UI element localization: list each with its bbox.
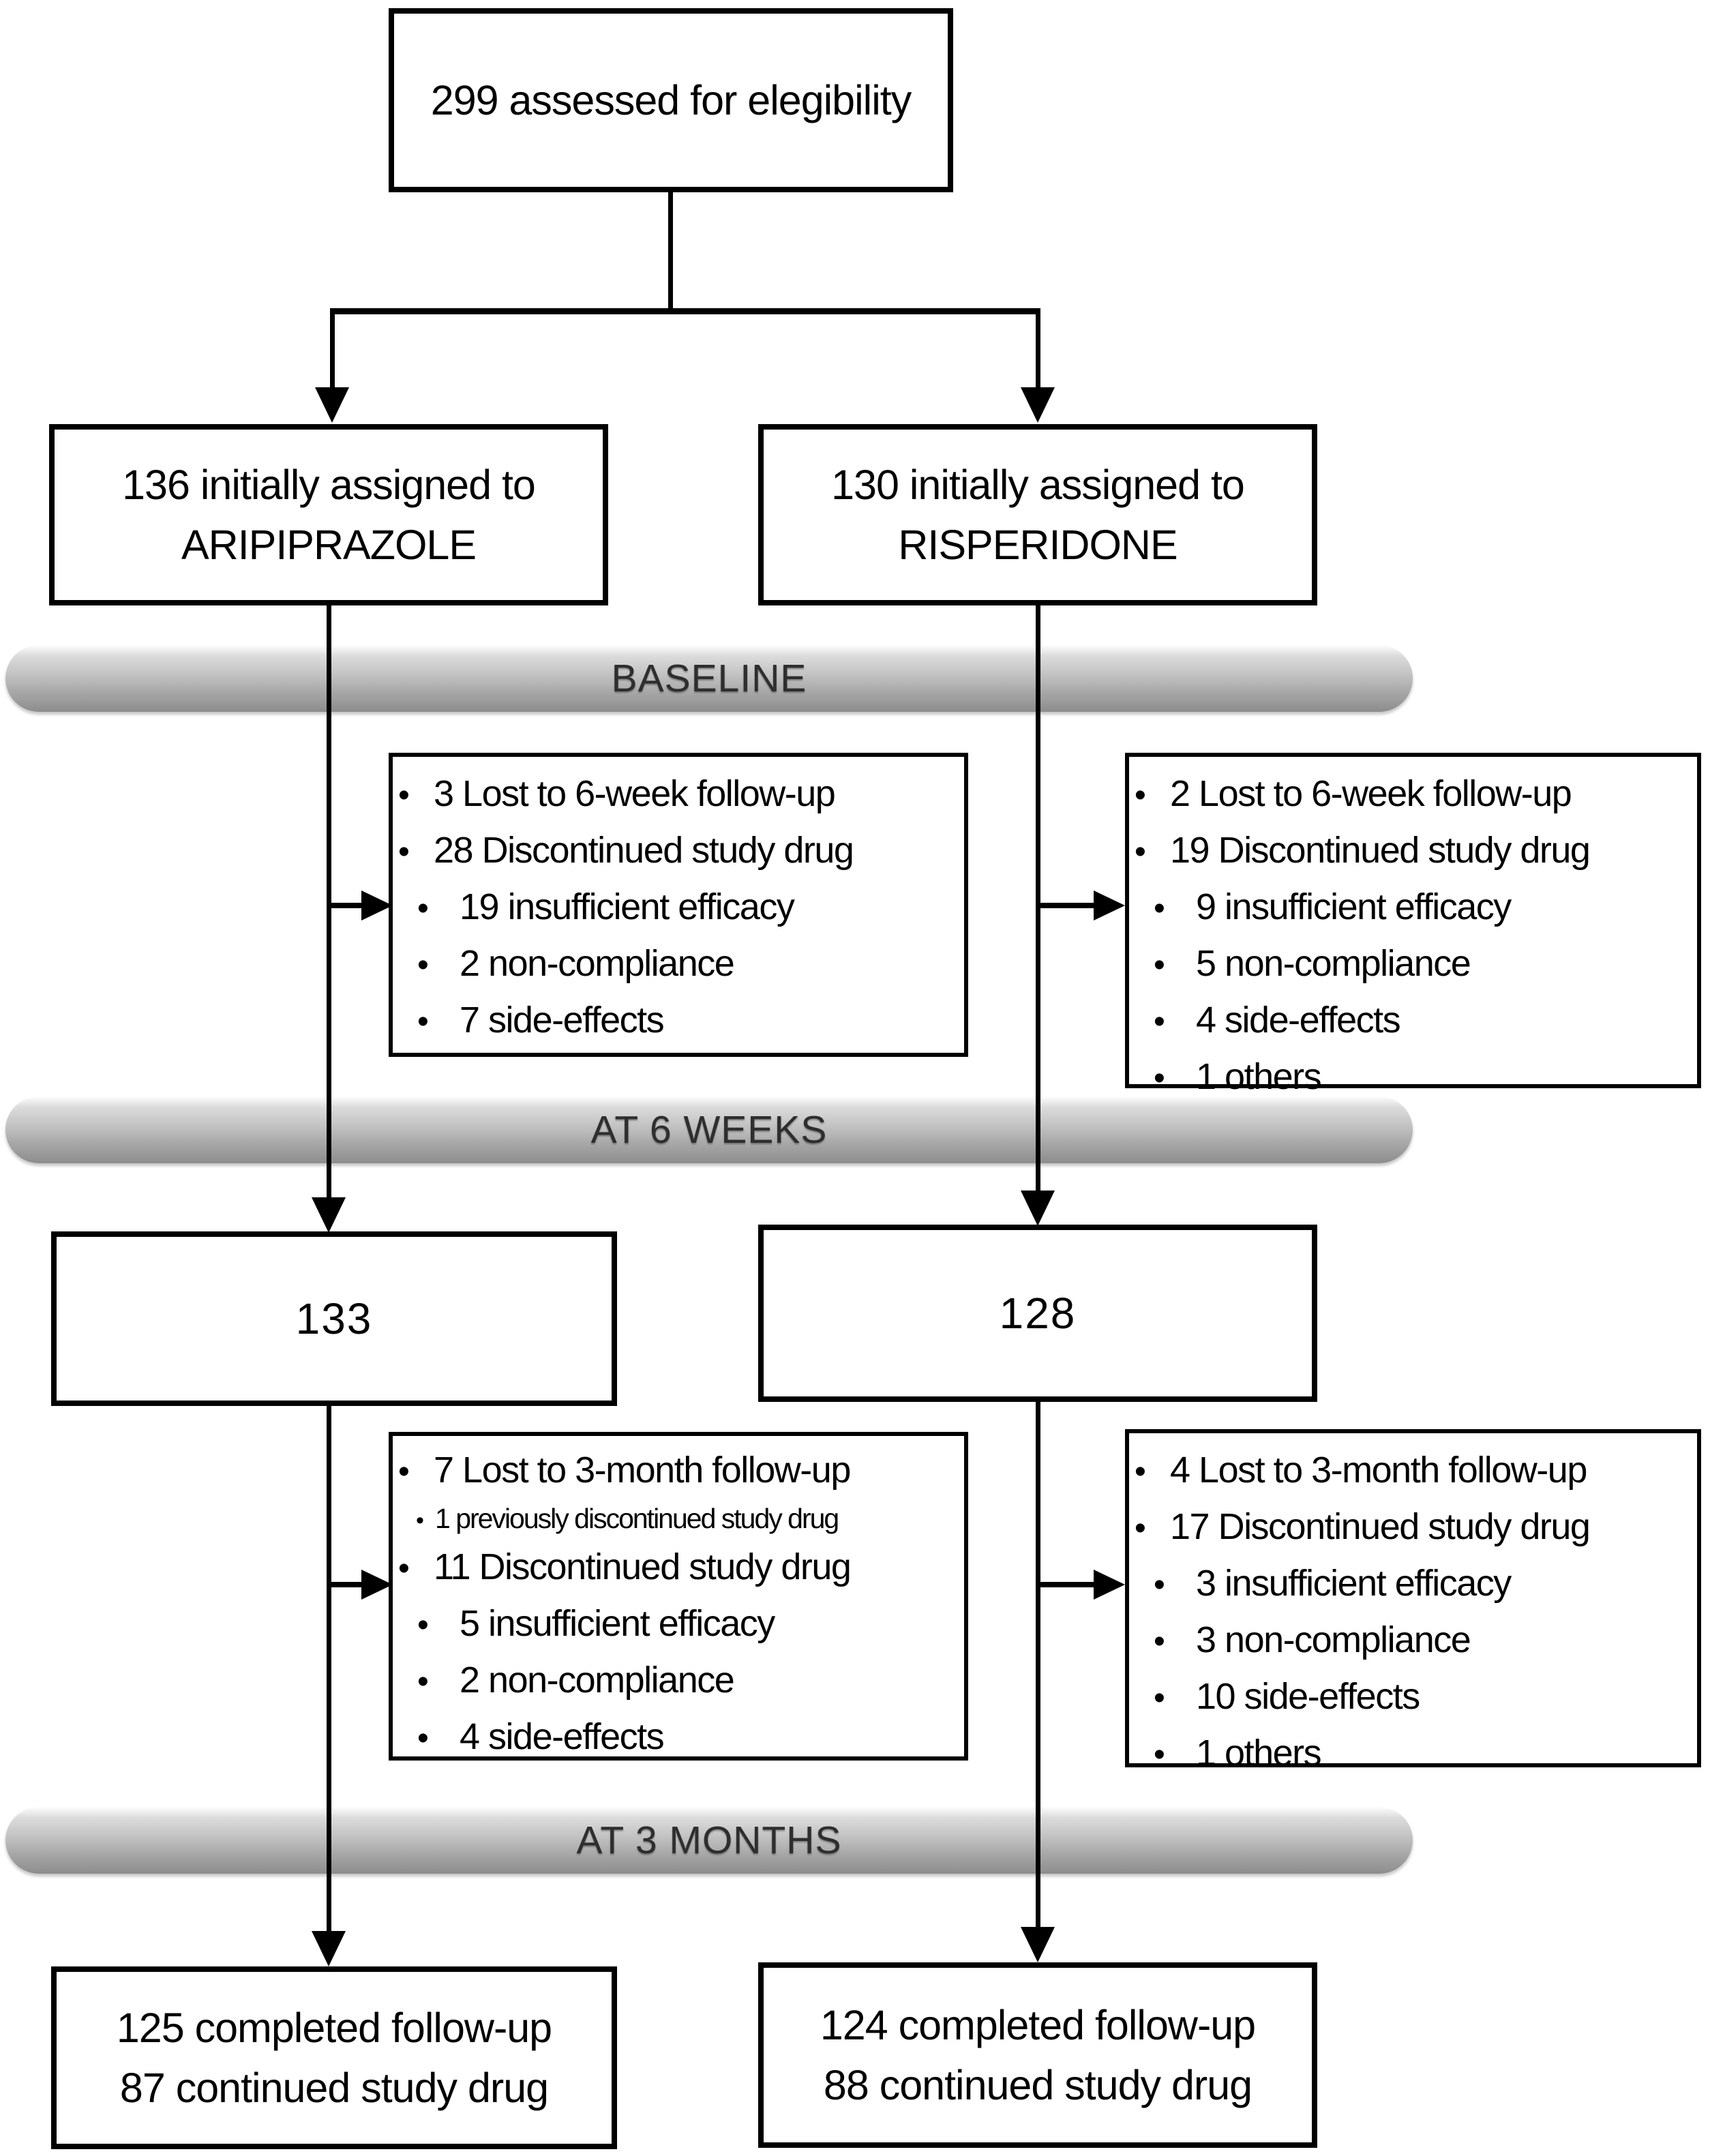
list-item: 4 side-effects [393,1709,964,1766]
list-item: 19 insufficient efficacy [393,880,964,936]
list-item: 9 insufficient efficacy [1129,880,1697,936]
eligibility-box: 299 assessed for elegibility [389,8,953,192]
list-item: 4 side-effects [1129,993,1697,1049]
list-item: 11 Discontinued study drug [393,1540,964,1596]
arrow-right-icon [1094,1570,1125,1600]
arrow-down-icon [312,1197,346,1233]
three-months-bar-label: AT 3 MONTHS [576,1818,842,1862]
arm-right-line1: 130 initially assigned to [831,462,1245,508]
connector-top-stem [668,192,673,310]
count-left: 133 [295,1294,373,1343]
flow-line-right-lower [1036,1402,1040,1930]
week6-dropout-box-left: 3 Lost to 6-week follow-up 28 Discontinu… [389,753,968,1057]
connector-branch [330,308,1040,314]
eligibility-text: 299 assessed for elegibility [430,77,912,123]
arrow-down-icon [1021,1191,1055,1226]
month3-dropout-box-left: 7 Lost to 3-month follow-up 1 previously… [389,1432,968,1761]
list-item: 1 others [1129,1049,1697,1106]
count-box-128: 128 [758,1225,1317,1402]
arm-left-line2: ARIPIPRAZOLE [181,522,477,568]
final-right-line2: 88 continued study drug [823,2062,1252,2108]
flow-line-left-lower [327,1406,331,1934]
six-weeks-bar-label: AT 6 WEEKS [590,1108,828,1152]
list-item: 3 Lost to 6-week follow-up [393,766,964,823]
arm-box-aripiprazole: 136 initially assigned to ARIPIPRAZOLE [49,424,608,605]
connector-left-drop [330,308,335,390]
arrow-down-icon [1021,1927,1055,1962]
arrow-right-icon [1094,890,1125,920]
arrow-down-icon [315,387,349,423]
final-right-line1: 124 completed follow-up [820,2002,1256,2048]
list-item: 7 side-effects [393,993,964,1049]
arm-right-line2: RISPERIDONE [898,522,1178,568]
branch-line-left-lower [330,1582,365,1587]
baseline-bar-label: BASELINE [611,657,807,700]
flow-line-right [1036,605,1040,1193]
list-item: 1 previously discontinued study drug [393,1499,964,1540]
list-item: 5 non-compliance [1129,936,1697,993]
three-months-bar: AT 3 MONTHS [5,1807,1413,1874]
count-right: 128 [999,1289,1077,1338]
final-left-line1: 125 completed follow-up [116,2005,552,2051]
branch-line-right [1038,903,1096,908]
list-item: 17 Discontinued study drug [1129,1499,1697,1556]
list-item: 2 Lost to 6-week follow-up [1129,766,1697,823]
arrow-down-icon [312,1931,346,1966]
list-item: 19 Discontinued study drug [1129,823,1697,880]
list-item: 2 non-compliance [393,936,964,993]
list-item: 2 non-compliance [393,1653,964,1709]
arm-left-line1: 136 initially assigned to [122,462,536,508]
week6-dropout-box-right: 2 Lost to 6-week follow-up 19 Discontinu… [1125,753,1701,1097]
baseline-bar: BASELINE [5,645,1413,712]
connector-right-drop [1036,308,1040,390]
list-item: 4 Lost to 3-month follow-up [1129,1443,1697,1499]
month3-dropout-box-right: 4 Lost to 3-month follow-up 17 Discontin… [1125,1429,1701,1773]
final-left-line2: 87 continued study drug [119,2065,549,2111]
count-box-133: 133 [51,1231,617,1406]
list-item: 7 Lost to 3-month follow-up [393,1443,964,1499]
arm-box-risperidone: 130 initially assigned to RISPERIDONE [758,424,1317,605]
final-box-aripiprazole: 125 completed follow-up 87 continued stu… [51,1966,617,2149]
flow-line-left [327,605,331,1200]
six-weeks-bar: AT 6 WEEKS [5,1096,1413,1163]
branch-line-left [330,903,365,908]
list-item: 3 non-compliance [1129,1613,1697,1669]
list-item: 10 side-effects [1129,1669,1697,1726]
arrow-right-icon [361,1570,393,1600]
list-item: 1 others [1129,1726,1697,1782]
arrow-down-icon [1021,387,1055,423]
list-item: 28 Discontinued study drug [393,823,964,880]
list-item: 3 insufficient efficacy [1129,1556,1697,1613]
final-box-risperidone: 124 completed follow-up 88 continued stu… [758,1962,1317,2148]
list-item: 5 insufficient efficacy [393,1596,964,1653]
branch-line-right-lower [1038,1582,1096,1587]
arrow-right-icon [361,890,393,920]
